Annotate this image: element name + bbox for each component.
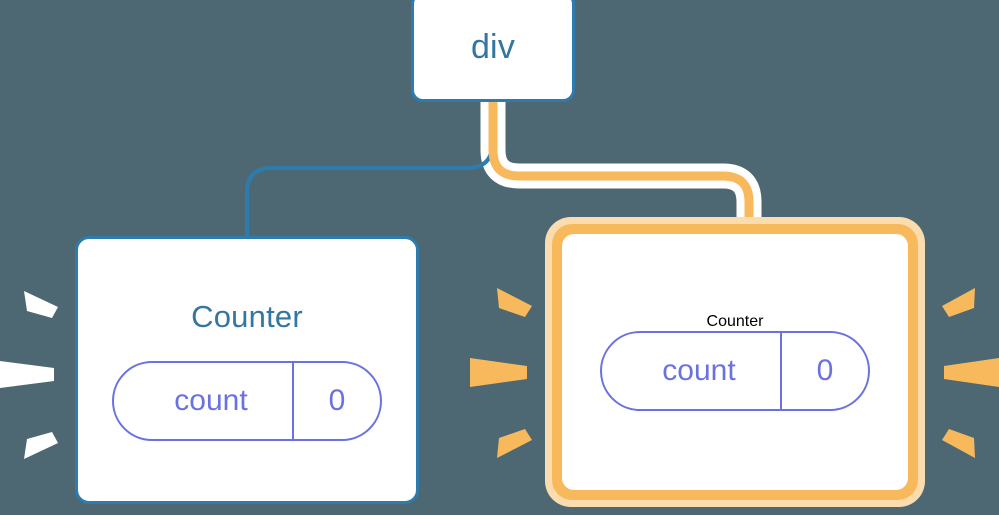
ray-group-middle bbox=[470, 288, 532, 458]
ray-left-upper bbox=[24, 291, 58, 318]
state-key-left: count bbox=[174, 384, 248, 417]
ray-middle-middle bbox=[470, 358, 527, 387]
state-pill-left: count 0 bbox=[112, 361, 382, 441]
state-pill-right: count 0 bbox=[600, 331, 870, 411]
ray-group-right bbox=[942, 288, 999, 458]
ray-right-lower bbox=[942, 429, 975, 458]
node-counter-left[interactable]: Counter count 0 bbox=[75, 236, 419, 504]
node-counter-left-label: Counter bbox=[191, 299, 303, 334]
state-value-right: 0 bbox=[780, 333, 868, 409]
node-counter-right-highlight-ring: Counter count 0 bbox=[552, 224, 918, 500]
node-div-label: div bbox=[470, 27, 516, 66]
edge-div-to-left-counter bbox=[245, 102, 494, 240]
ray-left-lower bbox=[24, 432, 58, 459]
ray-group-left bbox=[0, 291, 58, 459]
ray-middle-upper bbox=[497, 288, 532, 317]
state-value-left: 0 bbox=[292, 363, 380, 439]
node-counter-right-highlight-glow: Counter count 0 bbox=[545, 217, 925, 507]
ray-right-upper bbox=[942, 288, 975, 317]
ray-left-middle bbox=[0, 361, 54, 388]
node-div[interactable]: div bbox=[411, 0, 575, 102]
node-counter-right-label: Counter bbox=[706, 313, 764, 330]
ray-right-middle bbox=[944, 358, 999, 387]
ray-middle-lower bbox=[497, 429, 532, 458]
state-key-right: count bbox=[662, 354, 736, 387]
node-counter-right[interactable]: Counter count 0 bbox=[562, 234, 908, 490]
